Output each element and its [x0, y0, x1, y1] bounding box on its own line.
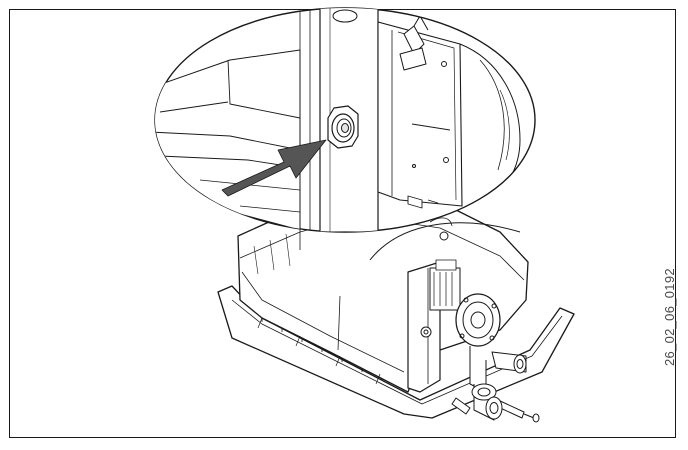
- pipe-connections: [451, 346, 540, 423]
- arrow-pointer-icon: [221, 139, 327, 197]
- unit-body: [217, 189, 575, 423]
- magnified-detail: [154, 7, 536, 233]
- control-box: [377, 21, 463, 207]
- threaded-fitting: [327, 105, 359, 149]
- figure-reference-code: 26_02_06_0192: [662, 268, 677, 366]
- pump-flange: [455, 293, 501, 347]
